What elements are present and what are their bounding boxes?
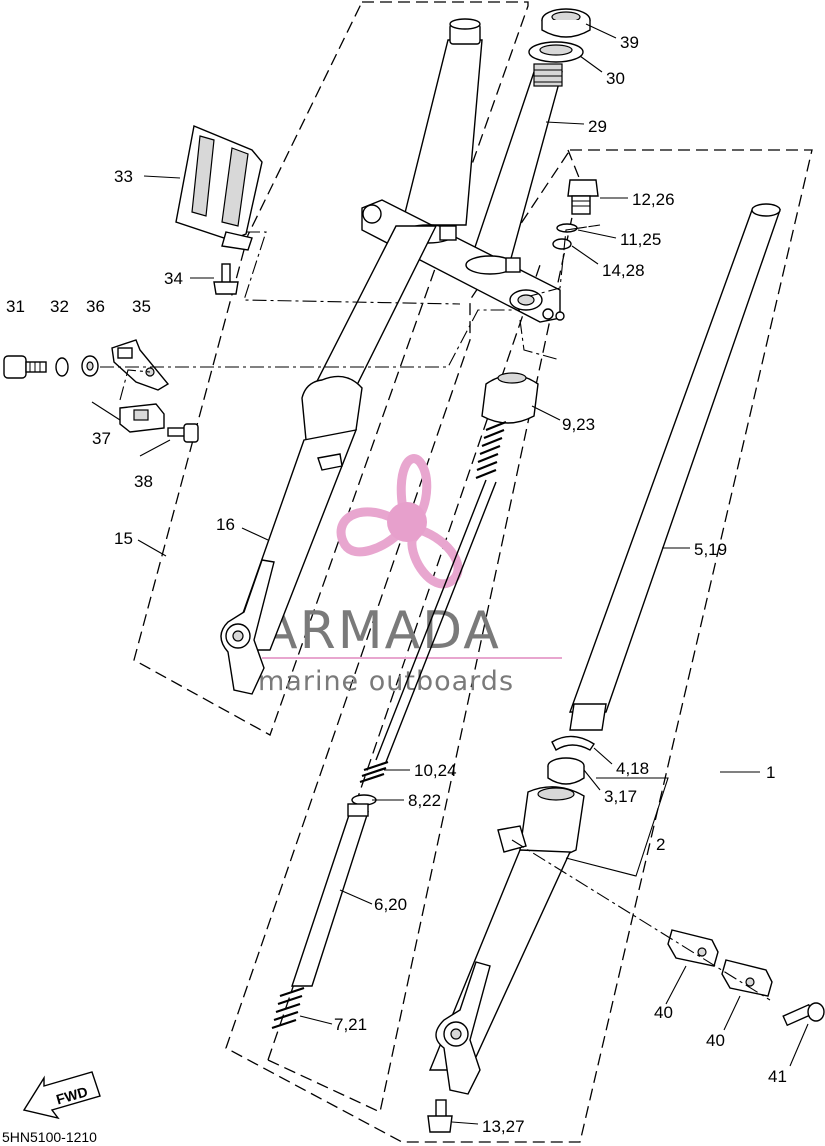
label-39: 39 bbox=[620, 33, 639, 52]
part-11-o-ring bbox=[556, 223, 578, 233]
label-36: 36 bbox=[86, 297, 105, 316]
group-boundary-1 bbox=[225, 149, 813, 1143]
part-3-oil-seal bbox=[547, 757, 585, 785]
connector-12-bracket bbox=[529, 224, 601, 297]
label-30: 30 bbox=[606, 69, 625, 88]
part-4-circlip bbox=[551, 735, 595, 752]
label-14-28: 14,28 bbox=[602, 261, 645, 280]
label-40-lower: 40 bbox=[706, 1031, 725, 1050]
watermark-logo: ARMADA marine outboards bbox=[258, 454, 562, 697]
part-38-bolt bbox=[167, 423, 199, 443]
connector-bracket-9 bbox=[519, 319, 561, 361]
connector-33-34 bbox=[243, 231, 461, 305]
part-36-washer bbox=[81, 355, 99, 377]
label-3-17: 3,17 bbox=[604, 787, 637, 806]
part-32-spring-washer bbox=[55, 357, 69, 377]
part-9-collar bbox=[481, 372, 539, 424]
label-35: 35 bbox=[132, 297, 151, 316]
part-29-fork-tube bbox=[469, 63, 563, 263]
part-2-outer-tube-right bbox=[428, 786, 585, 1095]
part-12-cap-bolt bbox=[567, 179, 599, 215]
part-14-washer bbox=[552, 238, 572, 250]
part-31-bolt bbox=[3, 355, 47, 379]
leader-lines bbox=[91, 23, 809, 1125]
label-8-22: 8,22 bbox=[408, 791, 441, 810]
label-11-25: 11,25 bbox=[620, 230, 661, 249]
label-1: 1 bbox=[766, 763, 775, 782]
watermark-hub bbox=[387, 502, 427, 542]
label-32: 32 bbox=[50, 297, 69, 316]
part-41-bolt bbox=[782, 1002, 825, 1027]
group-boundary-inner-left bbox=[267, 264, 541, 1061]
label-31: 31 bbox=[6, 297, 25, 316]
label-10-24: 10,24 bbox=[414, 761, 457, 780]
label-33: 33 bbox=[114, 167, 133, 186]
part-40-clamp-upper bbox=[667, 929, 719, 967]
part-35-bracket bbox=[111, 339, 170, 391]
part-16-outer-tube bbox=[220, 225, 438, 695]
part-fork-spring-upper bbox=[475, 420, 507, 480]
connector-axle-clamps bbox=[511, 839, 771, 1001]
label-41: 41 bbox=[768, 1067, 787, 1086]
part-37-clamp bbox=[119, 403, 165, 433]
part-33-brake-hose-guide bbox=[175, 125, 263, 251]
group-boundary-inner bbox=[267, 149, 581, 1113]
watermark-title: ARMADA bbox=[262, 601, 501, 661]
connector-31-axis bbox=[100, 309, 520, 368]
label-38: 38 bbox=[134, 472, 153, 491]
group-boundary-15 bbox=[133, 1, 529, 736]
part-34-bolt bbox=[213, 263, 239, 295]
label-7-21: 7,21 bbox=[334, 1015, 367, 1034]
label-29: 29 bbox=[588, 117, 607, 136]
label-13-27: 13,27 bbox=[482, 1117, 525, 1136]
part-6-damper-rod bbox=[291, 803, 369, 987]
label-5-19: 5,19 bbox=[694, 540, 727, 559]
label-37: 37 bbox=[92, 429, 111, 448]
connector-35-37 bbox=[119, 369, 151, 401]
label-6-20: 6,20 bbox=[374, 895, 407, 914]
part-16-inner-tube-upper bbox=[401, 18, 483, 226]
part-39-dust-seal bbox=[541, 8, 591, 38]
label-15: 15 bbox=[114, 529, 133, 548]
label-12-26: 12,26 bbox=[632, 190, 675, 209]
callout-labels: 39 30 29 12,26 11,25 14,28 33 34 31 32 3… bbox=[6, 33, 787, 1136]
diagram-code: 5HN5100-1210 bbox=[2, 1129, 97, 1145]
part-5-inner-tube bbox=[569, 203, 781, 731]
label-2: 2 bbox=[656, 835, 665, 854]
fwd-arrow-icon: FWD bbox=[22, 1071, 101, 1120]
label-34: 34 bbox=[164, 269, 183, 288]
part-40-clamp-lower bbox=[721, 959, 773, 997]
label-4-18: 4,18 bbox=[616, 759, 649, 778]
part-30-ring bbox=[528, 41, 584, 63]
watermark-subtitle: marine outboards bbox=[258, 666, 514, 697]
part-7-spring-lower bbox=[271, 986, 305, 1030]
part-10-rebound-spring bbox=[359, 760, 389, 784]
label-9-23: 9,23 bbox=[562, 415, 595, 434]
label-16: 16 bbox=[216, 515, 235, 534]
part-13-drain-bolt bbox=[427, 1099, 453, 1133]
label-40-upper: 40 bbox=[654, 1003, 673, 1022]
